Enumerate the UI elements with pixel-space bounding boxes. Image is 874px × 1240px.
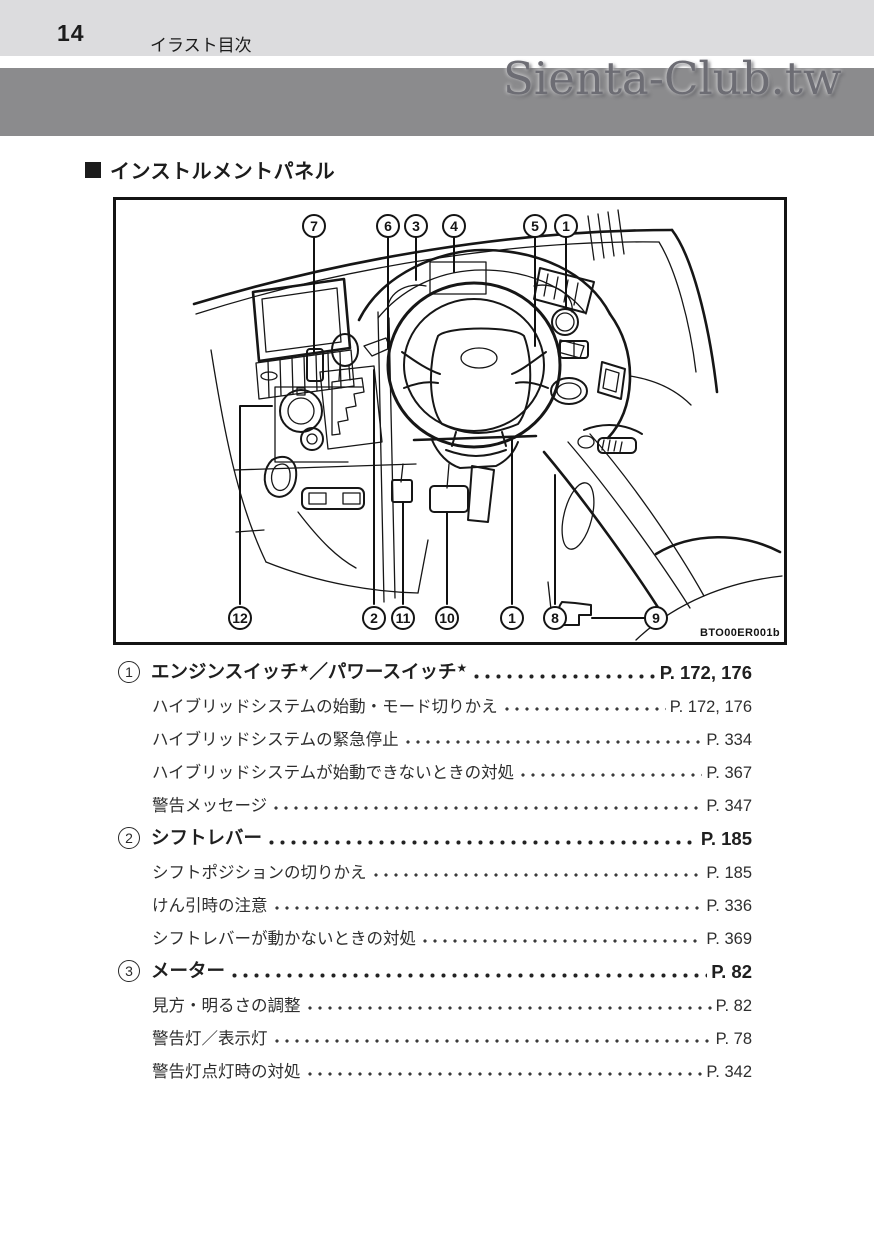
toc-sub-label: ハイブリッドシステムが始動できないときの対処 xyxy=(152,764,515,782)
toc-sub-label: ハイブリッドシステムの始動・モード切りかえ xyxy=(152,698,498,716)
figure-callout: 12 xyxy=(228,606,252,630)
figure-callout: 1 xyxy=(500,606,524,630)
star-mark: ★ xyxy=(298,661,310,675)
toc-page-ref: P. 347 xyxy=(706,797,752,815)
instrument-panel-figure: 7 6 3 4 5 1 12 2 11 10 1 8 9 BTO00ER001b xyxy=(113,197,787,645)
dot-leader xyxy=(266,840,697,845)
figure-callout: 9 xyxy=(644,606,668,630)
toc-main-row: 1 エンジンスイッチ★／パワースイッチ★ P. 172, 176 xyxy=(118,651,752,685)
illustrated-index-list: 1 エンジンスイッチ★／パワースイッチ★ P. 172, 176 ハイブリッドシ… xyxy=(118,651,752,1083)
toc-page-ref: P. 369 xyxy=(706,930,752,948)
toc-page-ref: P. 185 xyxy=(706,864,752,882)
dot-leader xyxy=(271,1039,712,1043)
dot-leader xyxy=(501,707,666,711)
toc-page-ref: P. 334 xyxy=(706,731,752,749)
toc-page-ref: P. 78 xyxy=(715,1030,752,1048)
header-bar-light xyxy=(0,0,874,56)
section-heading-text: インストルメントパネル xyxy=(110,161,336,183)
figure-callout: 1 xyxy=(554,214,578,238)
toc-sub-row: ハイブリッドシステムが始動できないときの対処 P. 367 xyxy=(118,751,752,784)
toc-sub-label: 警告メッセージ xyxy=(152,797,268,815)
toc-page-ref: P. 172, 176 xyxy=(669,698,752,716)
dot-leader xyxy=(271,806,703,810)
toc-sub-row: シフトレバーが動かないときの対処 P. 369 xyxy=(118,917,752,950)
toc-sub-label: けん引時の注意 xyxy=(152,897,268,915)
figure-callout: 6 xyxy=(376,214,400,238)
figure-callout: 7 xyxy=(302,214,326,238)
page-number: 14 xyxy=(57,20,85,46)
title-text: ／パワースイッチ xyxy=(309,661,457,682)
toc-page-ref: P. 342 xyxy=(706,1063,752,1081)
star-mark: ★ xyxy=(456,661,468,675)
toc-page-ref: P. 336 xyxy=(706,897,752,915)
dot-leader xyxy=(370,873,703,877)
toc-main-title: シフトレバー xyxy=(151,827,263,848)
figure-callout: 2 xyxy=(362,606,386,630)
toc-sub-row: けん引時の注意 P. 336 xyxy=(118,884,752,917)
toc-sub-label: 警告灯点灯時の対処 xyxy=(152,1063,301,1081)
toc-sub-row: 警告灯／表示灯 P. 78 xyxy=(118,1017,752,1050)
toc-page-ref: P. 367 xyxy=(706,764,752,782)
figure-callout: 8 xyxy=(543,606,567,630)
toc-sub-row: 警告灯点灯時の対処 P. 342 xyxy=(118,1050,752,1083)
toc-sub-label: 見方・明るさの調整 xyxy=(152,997,301,1015)
toc-sub-row: 警告メッセージ P. 347 xyxy=(118,784,752,817)
header-bar-dark xyxy=(0,68,874,136)
square-bullet-icon xyxy=(85,161,101,178)
circled-number: 2 xyxy=(118,827,140,849)
figure-callout: 5 xyxy=(523,214,547,238)
title-text: エンジンスイッチ xyxy=(151,661,299,682)
toc-sub-row: シフトポジションの切りかえ P. 185 xyxy=(118,851,752,884)
toc-page-ref: P. 172, 176 xyxy=(659,662,752,683)
toc-main-row: 3 メーター P. 82 xyxy=(118,950,752,984)
toc-main-row: 2 シフトレバー P. 185 xyxy=(118,817,752,851)
dot-leader xyxy=(402,740,703,744)
toc-sub-label: ハイブリッドシステムの緊急停止 xyxy=(152,731,399,749)
header-section-title: イラスト目次 xyxy=(150,36,252,55)
toc-page-ref: P. 82 xyxy=(711,961,752,982)
section-heading: インストルメントパネル xyxy=(85,155,335,184)
dot-leader xyxy=(271,906,703,910)
toc-main-title: メーター xyxy=(151,960,226,981)
toc-sub-label: シフトレバーが動かないときの対処 xyxy=(152,930,416,948)
dot-leader xyxy=(304,1006,712,1010)
figure-code: BTO00ER001b xyxy=(699,627,780,639)
toc-page-ref: P. 185 xyxy=(700,828,752,849)
dot-leader xyxy=(304,1072,703,1076)
watermark-text: Sienta-Club.tw xyxy=(503,52,842,105)
figure-callout: 3 xyxy=(404,214,428,238)
figure-callout: 4 xyxy=(442,214,466,238)
dot-leader xyxy=(518,773,703,777)
toc-main-title: エンジンスイッチ★／パワースイッチ★ xyxy=(151,658,467,684)
toc-sub-row: ハイブリッドシステムの緊急停止 P. 334 xyxy=(118,718,752,751)
figure-callout: 10 xyxy=(435,606,459,630)
dot-leader xyxy=(229,973,708,978)
toc-sub-row: 見方・明るさの調整 P. 82 xyxy=(118,984,752,1017)
dot-leader xyxy=(471,674,656,679)
dot-leader xyxy=(420,939,703,943)
toc-sub-label: シフトポジションの切りかえ xyxy=(152,864,367,882)
circled-number: 3 xyxy=(118,960,140,982)
toc-sub-row: ハイブリッドシステムの始動・モード切りかえ P. 172, 176 xyxy=(118,685,752,718)
circled-number: 1 xyxy=(118,661,140,683)
toc-page-ref: P. 82 xyxy=(715,997,752,1015)
instrument-panel-illustration xyxy=(192,209,783,641)
figure-callout: 11 xyxy=(391,606,415,630)
toc-sub-label: 警告灯／表示灯 xyxy=(152,1030,268,1048)
